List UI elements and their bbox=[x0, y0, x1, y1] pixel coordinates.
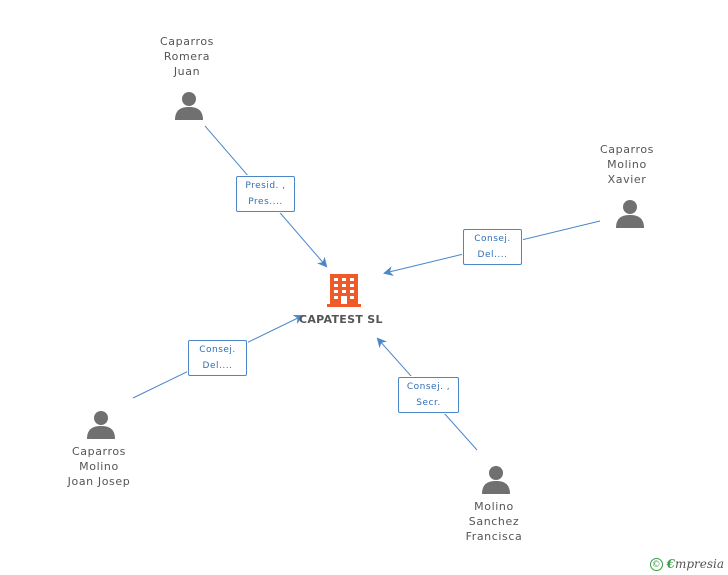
person-name-molino-sanchez-francisca[interactable]: Molino Sanchez Francisca bbox=[465, 500, 523, 543]
person-name-caparros-molino-joan-josep[interactable]: Caparros Molino Joan Josep bbox=[67, 445, 131, 488]
person-icon[interactable] bbox=[87, 411, 115, 439]
brand-initial: € bbox=[666, 557, 675, 571]
role-box-caparros-romera-juan[interactable]: Presid. , Pres.... bbox=[236, 176, 295, 212]
person-icon[interactable] bbox=[616, 200, 644, 228]
role-line: Secr. bbox=[416, 398, 441, 408]
role-line: Consej. bbox=[199, 345, 236, 355]
role-line: Del.... bbox=[202, 361, 233, 371]
role-line: Pres.... bbox=[248, 197, 283, 207]
person-name-caparros-molino-xavier[interactable]: Caparros Molino Xavier bbox=[599, 143, 654, 186]
copyright-icon: © bbox=[649, 557, 663, 571]
person-name-caparros-romera-juan[interactable]: Caparros Romera Juan bbox=[159, 35, 214, 78]
role-line: Consej. bbox=[474, 234, 511, 244]
company-name[interactable]: CAPATEST SL bbox=[299, 313, 383, 326]
brand-logo[interactable]: €mpresia bbox=[667, 557, 724, 571]
role-box-molino-sanchez-francisca[interactable]: Consej. , Secr. bbox=[398, 377, 459, 413]
role-box-caparros-molino-joan-josep[interactable]: Consej. Del.... bbox=[188, 340, 247, 376]
role-line: Del.... bbox=[477, 250, 508, 260]
footer-brand: © €mpresia bbox=[649, 557, 724, 571]
building-icon[interactable] bbox=[327, 274, 361, 307]
role-line: Presid. , bbox=[245, 181, 286, 191]
person-icon[interactable] bbox=[482, 466, 510, 494]
role-box-caparros-molino-xavier[interactable]: Consej. Del.... bbox=[463, 229, 522, 265]
role-line: Consej. , bbox=[406, 382, 451, 392]
edges bbox=[132, 125, 601, 451]
person-icon[interactable] bbox=[175, 92, 203, 120]
brand-rest: mpresia bbox=[674, 557, 724, 571]
